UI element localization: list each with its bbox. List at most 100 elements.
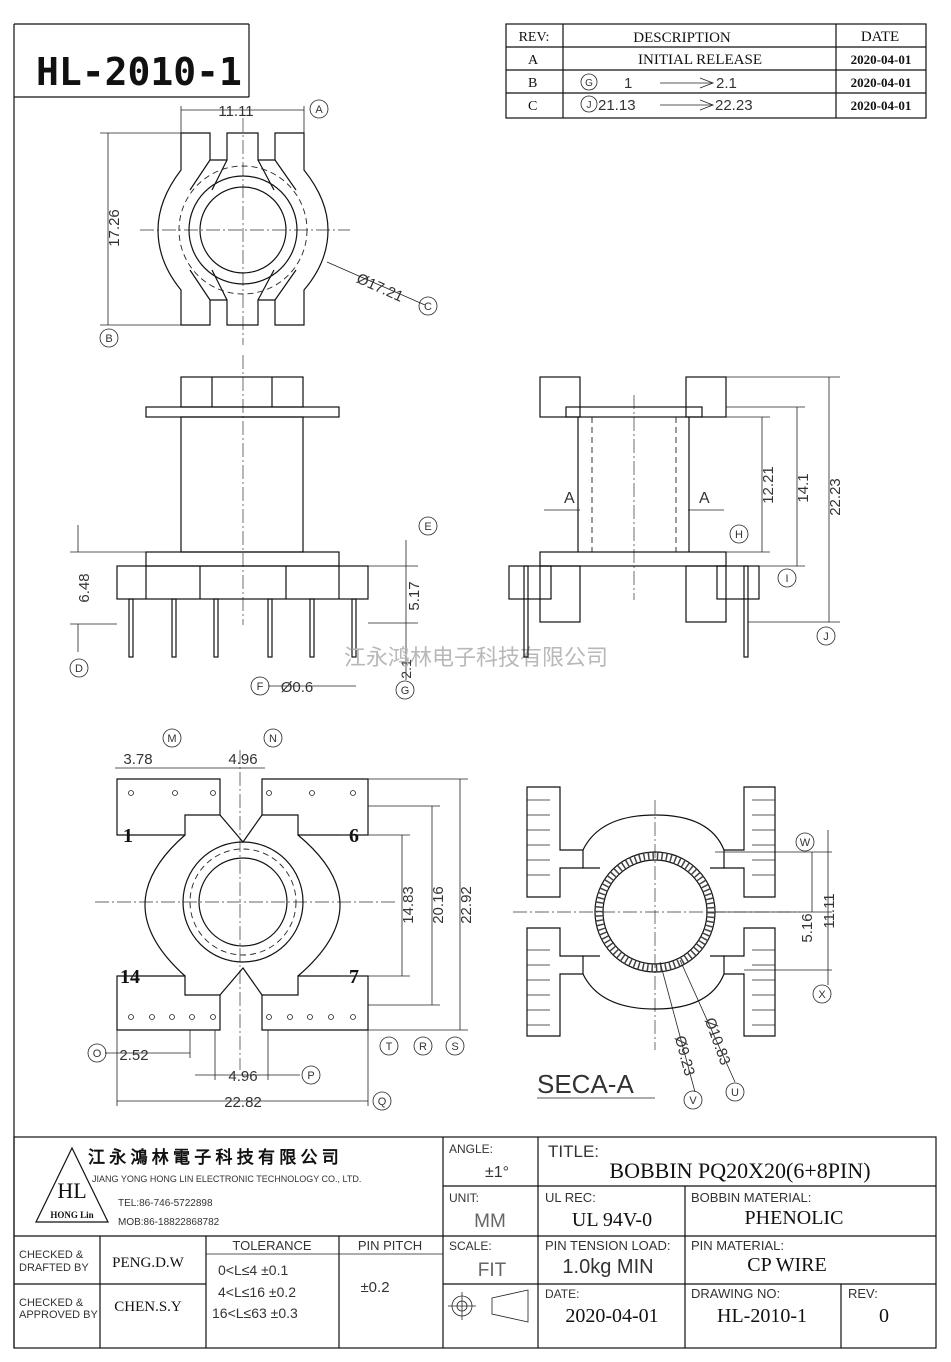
dim-p-tag: P <box>307 1070 314 1082</box>
dim-v: Ø9.23 <box>671 1034 698 1078</box>
dim-n-tag: N <box>269 733 277 745</box>
rev-row-c-date: 2020-04-01 <box>851 98 912 113</box>
dim-m: 3.78 <box>123 751 152 768</box>
pin-pitch-label: PIN PITCH <box>358 1238 422 1253</box>
dim-d: 6.48 <box>76 573 93 602</box>
logo-letters: HL <box>57 1178 86 1203</box>
title-block: HL HONG Lin 江 永 鴻 林 電 子 科 技 有 限 公 司 JIAN… <box>13 1136 937 1349</box>
dim-m-tag: M <box>167 733 176 745</box>
dim-o-tag: O <box>93 1048 102 1060</box>
dim-c: Ø17.21 <box>354 270 406 306</box>
dim-s: 22.92 <box>458 886 475 924</box>
rev-row-c-rev: C <box>528 99 537 114</box>
dim-q: 22.82 <box>224 1094 262 1111</box>
date-value: 2020-04-01 <box>565 1305 658 1327</box>
rev-header: REV: <box>519 30 550 45</box>
dim-q-tag: Q <box>378 1096 387 1108</box>
pin-tension-value: 1.0kg MIN <box>562 1256 653 1278</box>
rev-row-b-from: 1 <box>624 75 632 92</box>
dim-j: 22.23 <box>827 478 844 516</box>
dim-t: 14.83 <box>400 886 417 924</box>
dim-r: 20.16 <box>430 886 447 924</box>
pin-label-7: 7 <box>349 966 359 988</box>
section-hatch <box>595 852 715 972</box>
section-mark-left: A <box>564 490 575 507</box>
rev-row-b-rev: B <box>528 76 537 91</box>
logo-sub: HONG Lin <box>50 1210 93 1220</box>
rev-row-c-tag: J <box>587 100 592 111</box>
rev-row-c-from: 21.13 <box>598 97 636 114</box>
dim-w: 5.16 <box>799 913 816 942</box>
dim-j-tag: J <box>823 631 829 643</box>
drawing-no-label: DRAWING NO: <box>691 1286 780 1301</box>
checked-drafted-label-1: CHECKED & <box>19 1249 84 1261</box>
rev-row-b-tag-circle <box>580 73 598 91</box>
dim-g-tag: G <box>401 685 410 697</box>
projection-symbol-icon <box>448 1289 529 1323</box>
title-label: TITLE: <box>548 1142 599 1161</box>
company-name-cn: 江 永 鴻 林 電 子 科 技 有 限 公 司 <box>88 1147 339 1167</box>
dim-h: 12.21 <box>760 466 777 504</box>
angle-label: ANGLE: <box>449 1142 493 1156</box>
company-tel: TEL:86-746-5722898 <box>118 1198 213 1209</box>
checked-drafted-value: PENG.D.W <box>112 1255 185 1271</box>
dim-u-tag: U <box>731 1087 739 1099</box>
section-view: SECA-A 5.16 W 11.11 X Ø10.83 U Ø9.23 V <box>513 786 838 1110</box>
dim-d-tag: D <box>75 663 83 675</box>
rev-row-b-date: 2020-04-01 <box>851 75 912 90</box>
checked-approved-label-1: CHECKED & <box>19 1297 84 1309</box>
company-logo: HL HONG Lin <box>35 1146 109 1223</box>
dim-n: 4.96 <box>228 751 257 768</box>
pin-label-6: 6 <box>349 825 359 847</box>
dim-f: Ø0.6 <box>281 679 314 696</box>
bottom-view: 1 6 14 7 3.78 M 4.96 N 14.83 T 20.16 R 2… <box>87 728 475 1111</box>
revision-table: REV: DESCRIPTION DATE A INITIAL RELEASE … <box>505 23 927 119</box>
dim-p: 4.96 <box>228 1068 257 1085</box>
pin-label-1: 1 <box>123 825 133 847</box>
rev-row-a-desc: INITIAL RELEASE <box>638 52 762 68</box>
dim-g: 2.1 <box>398 659 414 679</box>
dim-f-tag: F <box>257 681 264 693</box>
dim-o: 2.52 <box>119 1047 148 1064</box>
part-number: HL-2010-1 <box>36 50 242 94</box>
checked-approved-value: CHEN.S.Y <box>114 1299 182 1315</box>
dim-b-tag: B <box>105 333 112 345</box>
top-view: 11.11 A 17.26 B Ø17.21 C <box>99 99 438 348</box>
pin-material-label: PIN MATERIAL: <box>691 1238 784 1253</box>
section-view-teeth <box>527 799 775 1026</box>
date-label: DATE: <box>545 1287 579 1301</box>
dim-t-tag: T <box>386 1041 393 1053</box>
bobbin-material-value: PHENOLIC <box>745 1207 844 1229</box>
dim-i: 14.1 <box>795 473 812 502</box>
dim-b: 17.26 <box>106 209 123 247</box>
scale-label: SCALE: <box>449 1239 492 1253</box>
rev-row-b-to: 2.1 <box>716 75 737 92</box>
dim-e-tag: E <box>424 521 431 533</box>
rev-label: REV: <box>848 1286 878 1301</box>
unit-label: UNIT: <box>449 1191 479 1205</box>
dim-c-tag: C <box>424 301 432 313</box>
pin-label-14: 14 <box>120 966 140 988</box>
rev-row-c-tag-circle <box>580 95 598 113</box>
dim-e: 5.17 <box>406 581 423 610</box>
dim-x: 11.11 <box>821 893 838 928</box>
dim-s-tag: S <box>451 1041 458 1053</box>
dim-x-tag: X <box>818 989 826 1001</box>
dim-v-tag: V <box>689 1095 697 1107</box>
tolerance-label: TOLERANCE <box>232 1238 312 1253</box>
rev-row-a-date: 2020-04-01 <box>851 52 912 67</box>
scale-value: FIT <box>478 1260 507 1281</box>
dim-u: Ø10.83 <box>701 1015 734 1067</box>
description-header: DESCRIPTION <box>633 30 731 46</box>
bottom-view-pin-holes <box>128 790 356 1020</box>
pin-tension-label: PIN TENSION LOAD: <box>545 1238 670 1253</box>
rev-row-b-tag: G <box>585 78 593 89</box>
tol-1: 0<L≤4 ±0.1 <box>218 1262 288 1278</box>
dim-i-tag: I <box>785 573 788 585</box>
checked-approved-label-2: APPROVED BY <box>19 1309 99 1321</box>
rev-row-a-rev: A <box>528 53 539 68</box>
dim-w-tag: W <box>800 837 811 849</box>
rev-value: 0 <box>879 1305 889 1327</box>
tol-3: 16<L≤63 ±0.3 <box>212 1305 298 1321</box>
